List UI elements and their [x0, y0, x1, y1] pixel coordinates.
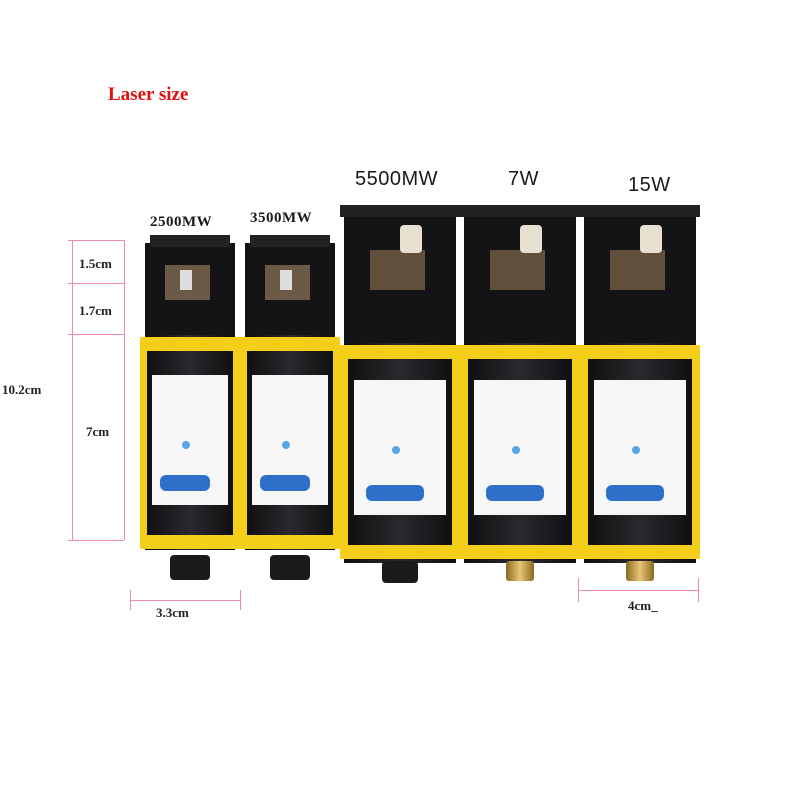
dimension-guide: [68, 334, 124, 335]
spacer-height-label: 1.7cm: [79, 303, 112, 318]
module-power-label: 15W: [628, 174, 671, 196]
body-height-label: 7cm: [86, 424, 110, 439]
width-measure-line: [130, 600, 240, 601]
dimension-guide: [68, 283, 124, 284]
width-measure-line: [578, 578, 579, 602]
large-width-label: 4cm_: [628, 598, 658, 613]
image-title: Laser size: [108, 84, 189, 105]
module-power-label: 7W: [508, 168, 539, 190]
width-measure-line: [240, 590, 241, 610]
laser-module-7w: [460, 205, 580, 581]
laser-module-2500mw: [140, 235, 240, 580]
width-measure-line: [698, 578, 699, 602]
total-height-label: 10.2cm: [2, 382, 42, 397]
dimension-guide: [68, 240, 124, 241]
width-measure-line: [130, 590, 131, 610]
laser-module-3500mw: [240, 235, 340, 580]
width-measure-line: [578, 590, 698, 591]
small-width-label: 3.3cm: [156, 605, 189, 620]
module-power-label: 5500MW: [355, 168, 439, 190]
laser-module-5500mw: [340, 205, 460, 583]
dimension-guide: [72, 240, 73, 540]
dimension-guide: [124, 240, 125, 540]
dimension-guide: [68, 540, 124, 541]
laser-module-15w: [580, 205, 700, 581]
fan-height-label: 1.5cm: [79, 256, 112, 271]
module-power-label: 3500MW: [250, 210, 313, 226]
module-power-label: 2500MW: [150, 214, 213, 230]
